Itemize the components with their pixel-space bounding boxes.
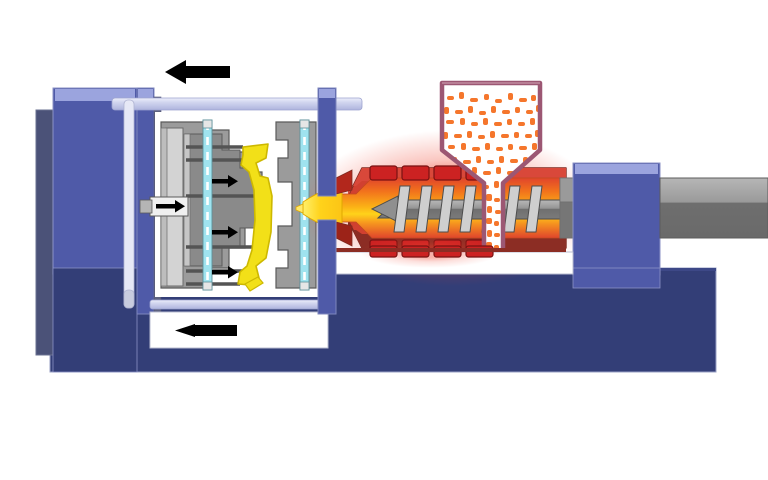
injection-cylinder xyxy=(572,162,661,289)
arrow-ejector-push xyxy=(156,200,185,213)
arrow-ejector-1 xyxy=(212,175,238,188)
tie-bar-lower xyxy=(149,299,331,310)
arrow-mold-open xyxy=(165,60,230,84)
arrow-ejector-3 xyxy=(212,266,238,279)
barrel-bottom-edge xyxy=(336,248,566,252)
reciprocating-screw xyxy=(370,185,560,233)
tie-bar-upper xyxy=(111,97,363,111)
ejector-pins xyxy=(186,145,262,286)
arrow-clamp-retract xyxy=(175,324,237,337)
clamping-unit xyxy=(35,87,138,373)
ejector-guide-rod xyxy=(123,99,135,309)
fixed-platen-front-edge xyxy=(317,87,337,315)
sprue-scrap xyxy=(244,276,264,292)
cooling-channel-1 xyxy=(202,119,213,291)
piston-rod xyxy=(659,177,768,239)
arrow-ejector-2 xyxy=(212,226,238,239)
